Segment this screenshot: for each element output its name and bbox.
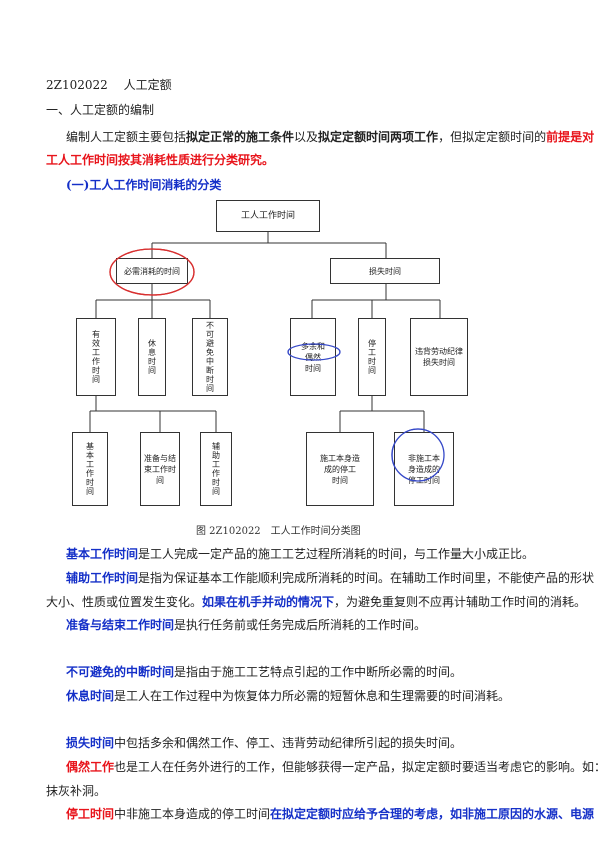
node-basic-work-time: 基本工作时间 bbox=[72, 432, 108, 506]
term-loss: 损失时间 bbox=[66, 736, 115, 750]
stop-other-line1: 非施工本 bbox=[408, 453, 440, 463]
node-effective-time: 有效工作时间 bbox=[76, 318, 116, 396]
node-prep-end-time: 准备与结束工作时间 bbox=[140, 432, 180, 506]
intro-paragraph-line1: 编制人工定额主要包括拟定正常的施工条件以及拟定定额时间两项工作，但拟定定额时间的… bbox=[66, 130, 595, 144]
subsection-heading: (一)工人工作时间消耗的分类 bbox=[66, 178, 222, 192]
term-rest: 休息时间 bbox=[66, 689, 115, 703]
intro-bold-1: 拟定正常的施工条件 bbox=[186, 130, 295, 144]
node-non-construction-stoppage: 非施工本 身造成的 停工时间 bbox=[394, 432, 454, 506]
diagram-caption: 图 2Z102022 工人工作时间分类图 bbox=[196, 526, 361, 537]
para-basic: 基本工作时间是工人完成一定产品的施工工艺过程所消耗的时间，与工作量大小成正比。 bbox=[66, 547, 535, 561]
node-loss-time: 损失时间 bbox=[330, 258, 440, 284]
para-occasional-line1: 偶然工作也是工人在任务外进行的工作，但能够获得一定产品，拟定定额时要适当考虑它的… bbox=[66, 760, 600, 774]
section-code-heading: 2Z102022 人工定额 bbox=[46, 77, 566, 93]
excess-line2: 偶然 bbox=[305, 352, 321, 362]
para-aux-line1: 辅助工作时间是指为保证基本工作能顺利完成所消耗的时间。在辅助工作时间里，不能使产… bbox=[66, 571, 595, 585]
para-unavoidable: 不可避免的中断时间是指由于施工工艺特点引起的工作中断所必需的时间。 bbox=[66, 665, 463, 679]
node-aux-work-time: 辅助工作时间 bbox=[200, 432, 232, 506]
node-worker-time: 工人工作时间 bbox=[216, 200, 320, 232]
node-construction-stoppage: 施工本身造 成的停工 时间 bbox=[306, 432, 374, 506]
node-rest-time: 休息时间 bbox=[138, 318, 166, 396]
intro-paragraph-line2: 工人工作时间按其消耗性质进行分类研究。 bbox=[46, 152, 566, 168]
aux-bold: 如果在机手并动的情况下 bbox=[202, 595, 335, 609]
stop-other-line3: 停工时间 bbox=[408, 475, 440, 485]
term-stoppage: 停工时间 bbox=[66, 807, 115, 821]
term-occasional: 偶然工作 bbox=[66, 760, 115, 774]
section-code: 2Z102022 bbox=[46, 78, 108, 92]
term-basic: 基本工作时间 bbox=[66, 547, 139, 561]
para-loss: 损失时间中包括多余和偶然工作、停工、违背劳动纪律所引起的损失时间。 bbox=[66, 736, 463, 750]
stoppage-bold: 在拟定定额时应给予合理的考虑，如非施工原因的水源、电源 bbox=[270, 807, 595, 821]
para-rest: 休息时间是工人在工作过程中为恢复体力所必需的短暂休息和生理需要的时间消耗。 bbox=[66, 689, 511, 703]
stop-own-line3: 时间 bbox=[332, 475, 348, 485]
intro-bold-2: 拟定定额时间两项工作 bbox=[318, 130, 439, 144]
para-prep: 准备与结束工作时间是执行任务前或任务完成后所消耗的工作时间。 bbox=[66, 618, 427, 632]
stop-own-line2: 成的停工 bbox=[324, 464, 356, 474]
stop-own-line1: 施工本身造 bbox=[320, 453, 360, 463]
excess-line3: 时间 bbox=[305, 363, 321, 373]
node-unavoidable-interruption: 不可避免中断时间 bbox=[192, 318, 228, 396]
stop-other-line2: 身造成的 bbox=[408, 464, 440, 474]
para-aux-line2: 大小、性质或位置发生变化。如果在机手并动的情况下，为避免重复则不应再计辅助工作时… bbox=[46, 595, 587, 609]
node-excess-occasional-time: 多余和 偶然 时间 bbox=[290, 318, 336, 396]
term-unavoidable: 不可避免的中断时间 bbox=[66, 665, 175, 679]
intro-red-1: 前提是对 bbox=[546, 130, 595, 144]
node-stoppage-time: 停工时间 bbox=[358, 318, 386, 396]
excess-line1: 多余和 bbox=[301, 341, 325, 351]
para-occasional-line2: 抹灰补洞。 bbox=[46, 784, 107, 798]
node-violation-loss-time: 违背劳动纪律损失时间 bbox=[410, 318, 468, 396]
section-heading: 一、人工定额的编制 bbox=[46, 103, 155, 117]
intro-red-2: 工人工作时间按其消耗性质进行分类研究。 bbox=[46, 153, 275, 167]
node-necessary-time: 必需消耗的时间 bbox=[116, 258, 188, 284]
term-aux: 辅助工作时间 bbox=[66, 571, 139, 585]
section-title: 人工定额 bbox=[123, 78, 172, 92]
para-stoppage: 停工时间中非施工本身造成的停工时间在拟定定额时应给予合理的考虑，如非施工原因的水… bbox=[66, 807, 595, 821]
term-prep: 准备与结束工作时间 bbox=[66, 618, 175, 632]
